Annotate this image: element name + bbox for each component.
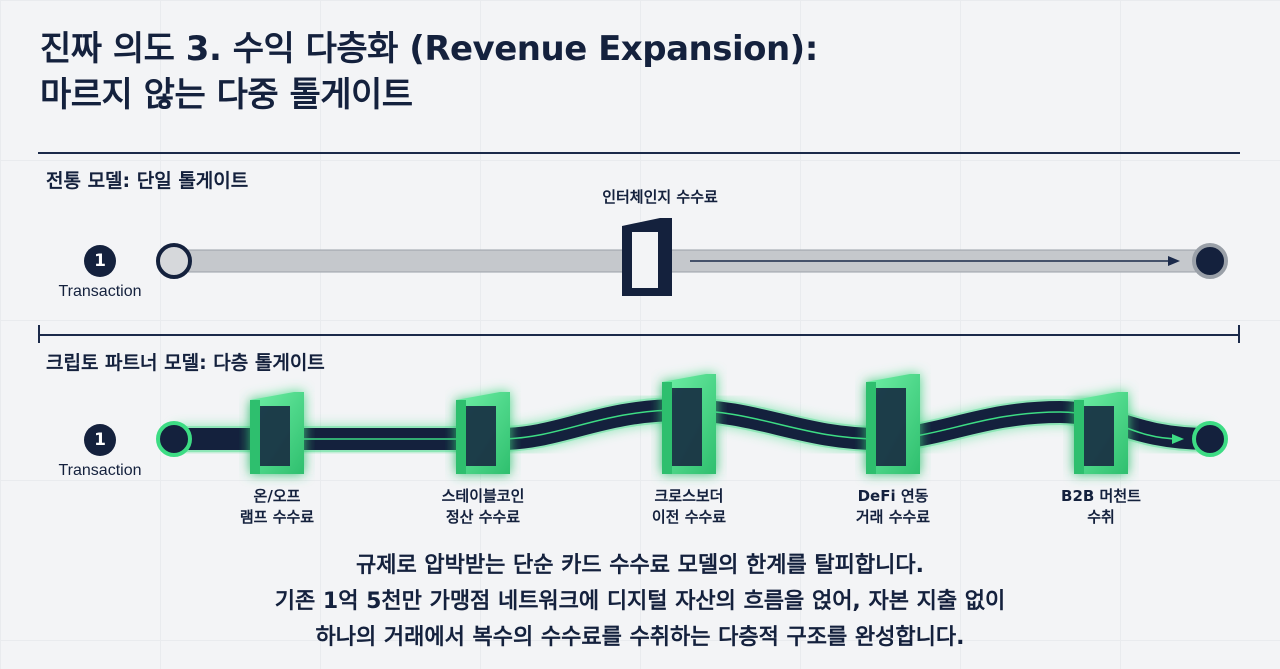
summary-caption: 규제로 압박받는 단순 카드 수수료 모델의 한계를 탈피합니다. 기존 1억 … bbox=[0, 548, 1280, 656]
caption-line-3: 하나의 거래에서 복수의 수수료를 수취하는 다층적 구조를 완성합니다. bbox=[315, 625, 965, 650]
traditional-gate bbox=[622, 218, 672, 296]
crypto-transaction: 1 Transaction bbox=[40, 424, 160, 480]
gate-label-crossborder: 크로스보더 이전 수수료 bbox=[609, 486, 769, 528]
gate-label-defi: DeFi 연동 거래 수수료 bbox=[813, 486, 973, 528]
transaction-label: Transaction bbox=[58, 462, 142, 479]
crypto-start-node bbox=[156, 421, 192, 457]
traditional-model-label: 전통 모델: 단일 톨게이트 bbox=[46, 170, 249, 192]
caption-line-1: 규제로 압박받는 단순 카드 수수료 모델의 한계를 탈피합니다. bbox=[356, 553, 924, 578]
gate-label-b2b-merchant: B2B 머천트 수취 bbox=[1021, 486, 1181, 528]
gate-label-line: 이전 수수료 bbox=[651, 508, 727, 526]
gate-label-line: 온/오프 bbox=[253, 487, 301, 505]
crypto-gate-2 bbox=[456, 392, 510, 474]
gate-label-line: 스테이블코인 bbox=[441, 487, 525, 505]
interchange-fee-label: 인터체인지 수수료 bbox=[602, 188, 718, 206]
divider-tick-right bbox=[1238, 325, 1240, 343]
transaction-label: Transaction bbox=[58, 283, 142, 300]
gate-label-line: 수취 bbox=[1087, 508, 1115, 526]
title-line-2: 마르지 않는 다중 톨게이트 bbox=[40, 75, 413, 115]
crypto-model-label: 크립토 파트너 모델: 다층 톨게이트 bbox=[46, 352, 325, 374]
gate-label-stablecoin: 스테이블코인 정산 수수료 bbox=[403, 486, 563, 528]
gate-label-line: 거래 수수료 bbox=[855, 508, 931, 526]
gate-label-line: 램프 수수료 bbox=[239, 508, 315, 526]
traditional-end-node bbox=[1192, 243, 1228, 279]
crypto-gate-1 bbox=[250, 392, 304, 474]
traditional-start-node bbox=[156, 243, 192, 279]
caption-line-2: 기존 1억 5천만 가맹점 네트워크에 디지털 자산의 흐름을 얹어, 자본 지… bbox=[274, 589, 1006, 614]
crypto-gate-3 bbox=[662, 374, 716, 474]
middle-divider bbox=[38, 334, 1240, 336]
crypto-gate-5 bbox=[1074, 392, 1128, 474]
traditional-track bbox=[156, 243, 1228, 279]
gate-label-line: DeFi 연동 bbox=[857, 487, 929, 505]
crypto-end-node bbox=[1192, 421, 1228, 457]
transaction-number-badge: 1 bbox=[84, 245, 116, 277]
transaction-number-badge: 1 bbox=[84, 424, 116, 456]
divider-tick-left bbox=[38, 325, 40, 343]
top-divider bbox=[38, 152, 1240, 154]
page-title: 진짜 의도 3. 수익 다층화 (Revenue Expansion): 마르지… bbox=[40, 26, 818, 118]
gate-label-line: 크로스보더 bbox=[654, 487, 724, 505]
gate-label-line: 정산 수수료 bbox=[445, 508, 521, 526]
gate-label-line: B2B 머천트 bbox=[1061, 487, 1141, 505]
title-line-1: 진짜 의도 3. 수익 다층화 (Revenue Expansion): bbox=[40, 29, 818, 69]
crypto-gate-4 bbox=[866, 374, 920, 474]
traditional-transaction: 1 Transaction bbox=[40, 245, 160, 301]
gate-label-onoff-ramp: 온/오프 램프 수수료 bbox=[197, 486, 357, 528]
